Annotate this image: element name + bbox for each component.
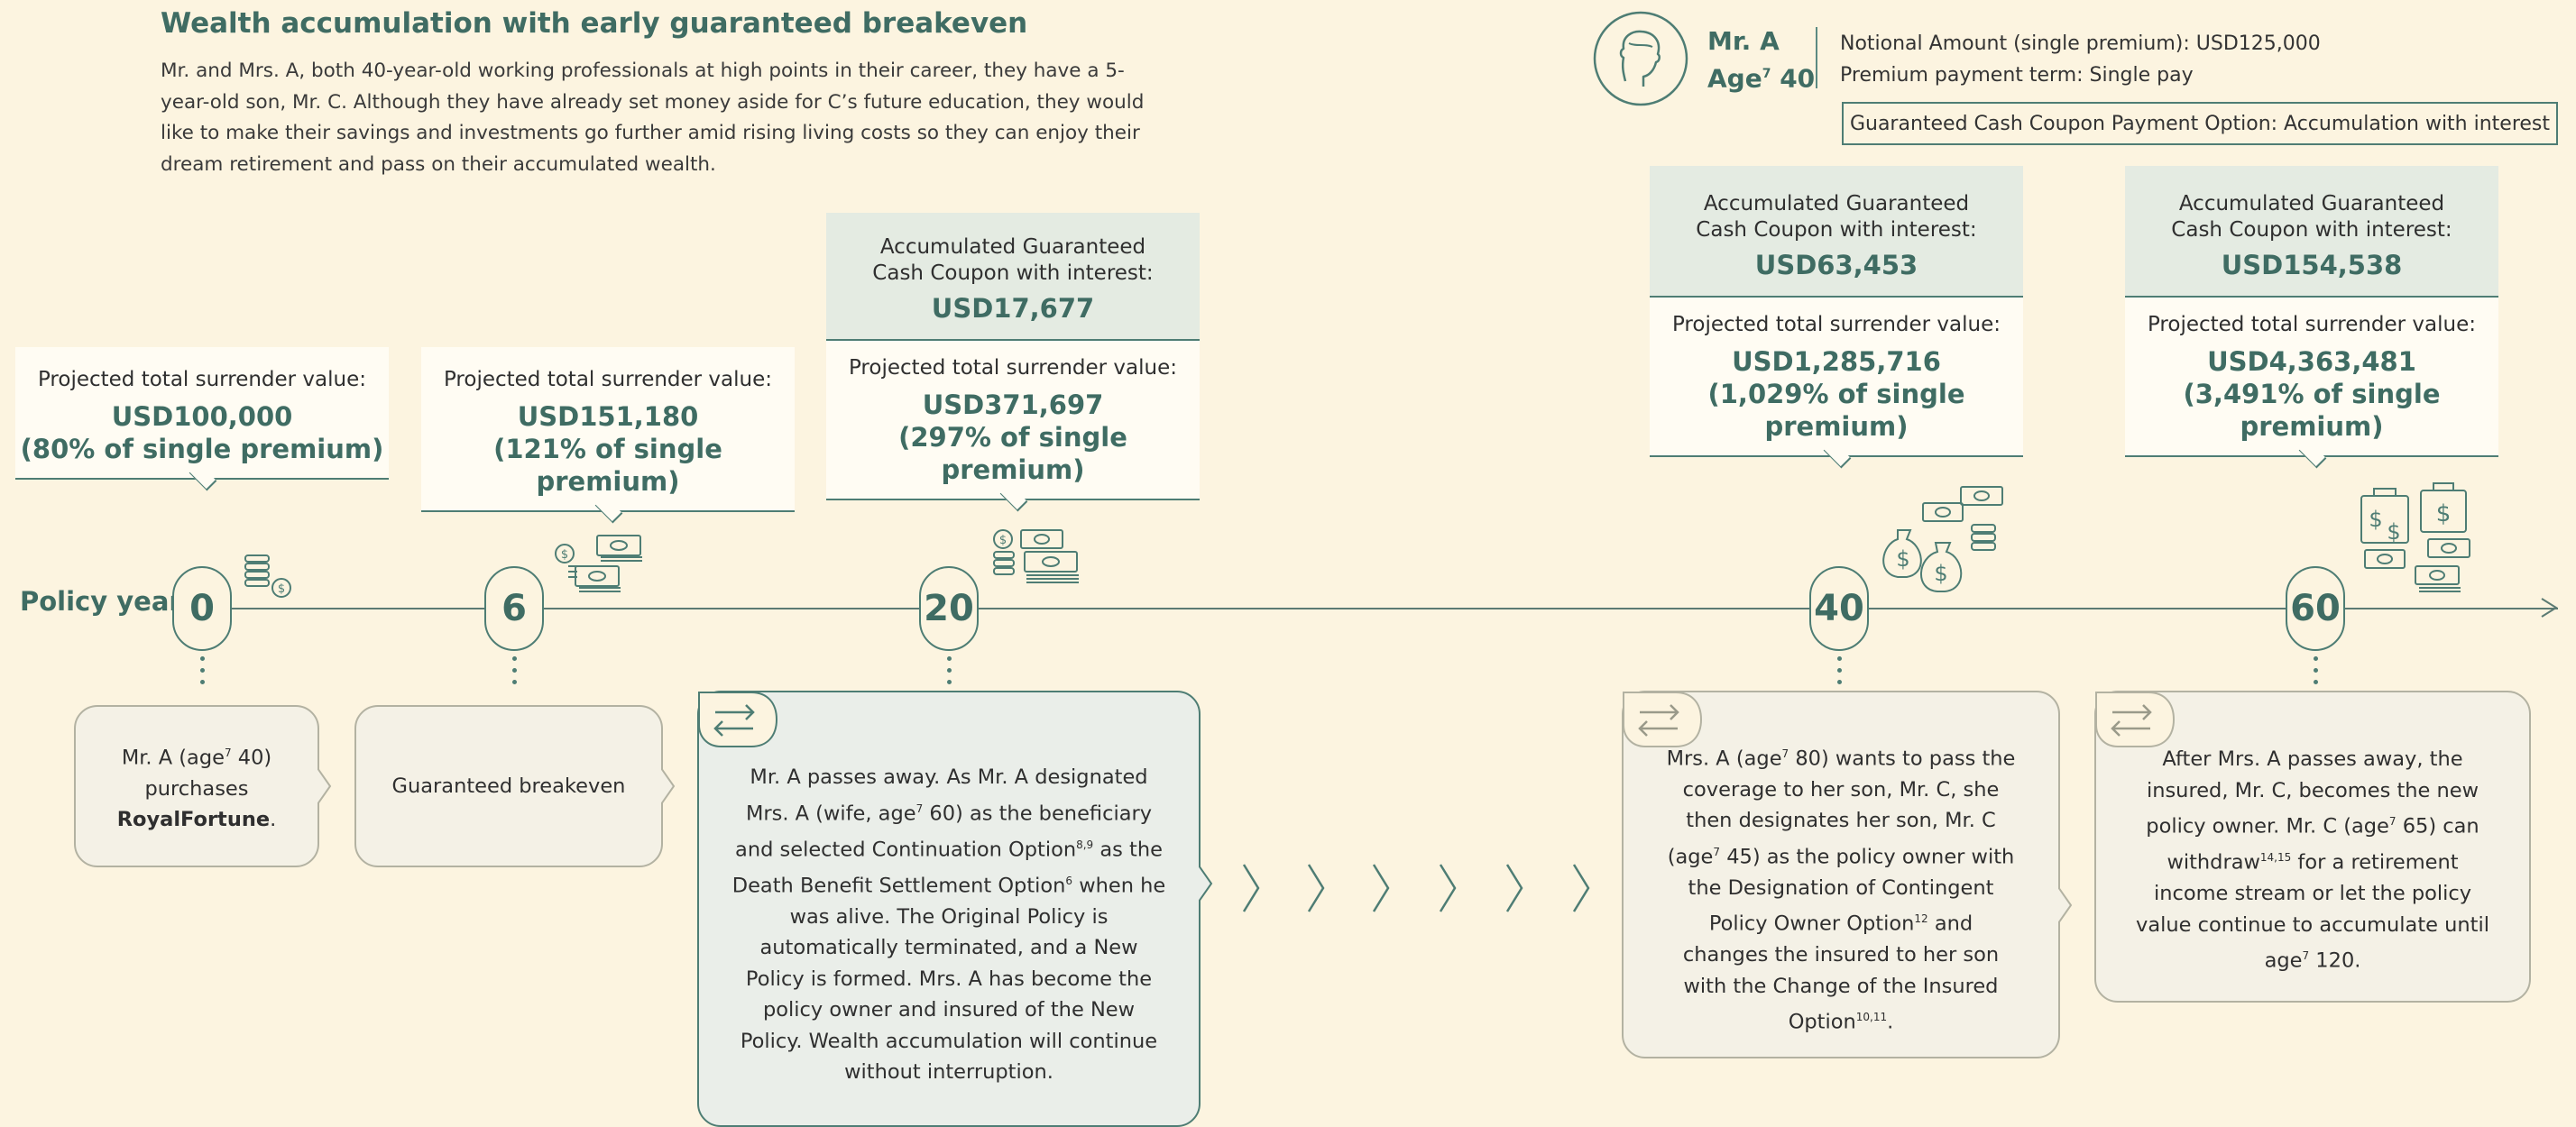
year-marker-60: 60	[2286, 566, 2345, 651]
profile-info: Notional Amount (single premium): USD125…	[1840, 28, 2321, 91]
connector-dots-20	[947, 656, 952, 692]
connector-dots-6	[512, 656, 518, 692]
svg-text:$: $	[561, 548, 568, 562]
coin-stack-icon: $	[244, 554, 291, 598]
chevron-right-icon	[1572, 864, 1590, 912]
connector-dots-40	[1837, 656, 1843, 692]
axis-label: Policy year	[20, 586, 182, 617]
card-year-60: Accumulated Guaranteed Cash Coupon with …	[2125, 166, 2498, 457]
year-marker-20: 20	[919, 566, 979, 651]
coupon-option-box: Guaranteed Cash Coupon Payment Option: A…	[1842, 102, 2558, 145]
connector-dots-0	[200, 656, 206, 692]
event-year-40: Mrs. A (age7 80) wants to pass the cover…	[1622, 691, 2060, 1058]
bubble-pointer	[317, 768, 332, 804]
payment-term: Premium payment term: Single pay	[1840, 64, 2194, 87]
card-year-40: Accumulated Guaranteed Cash Coupon with …	[1650, 166, 2023, 457]
swap-arrows-icon	[1623, 692, 1703, 747]
arrow-right-icon	[2541, 598, 2558, 618]
connector-dots-60	[2314, 656, 2319, 692]
event-year-60: After Mrs. A passes away, the insured, M…	[2094, 691, 2531, 1003]
coins-and-banknotes-icon: $	[993, 529, 1079, 583]
intro-paragraph: Mr. and Mrs. A, both 40-year-old working…	[161, 60, 1145, 176]
card-year-0: Projected total surrender value: USD100,…	[15, 347, 389, 480]
card-year-20: Accumulated Guaranteed Cash Coupon with …	[826, 213, 1200, 500]
svg-text:$: $	[1896, 546, 1909, 572]
notional-amount: Notional Amount (single premium): USD125…	[1840, 32, 2321, 55]
svg-text:$: $	[278, 582, 285, 596]
page-title: Wealth accumulation with early guarantee…	[161, 7, 1028, 40]
year-marker-0: 0	[172, 566, 232, 651]
event-year-0: Mr. A (age7 40) purchases RoyalFortune.	[74, 705, 319, 867]
chevron-right-icon	[1372, 864, 1390, 912]
bubble-pointer	[2058, 887, 2073, 923]
chevron-right-icon	[1242, 864, 1260, 912]
swap-arrows-icon	[698, 692, 778, 747]
profile-divider	[1816, 27, 1817, 88]
timeline-axis	[186, 608, 2558, 609]
year-marker-6: 6	[484, 566, 544, 651]
event-year-6: Guaranteed breakeven	[354, 705, 663, 867]
swap-arrows-icon	[2095, 692, 2176, 747]
card-year-6: Projected total surrender value: USD151,…	[421, 347, 795, 512]
bubble-pointer	[1199, 866, 1213, 902]
profile-name: Mr. A Age7 40	[1707, 26, 1816, 94]
person-head-icon	[1593, 11, 1688, 106]
banknotes-coin-icon: $	[555, 535, 642, 592]
chevron-right-icon	[1505, 864, 1523, 912]
cash-cases-icon: $ $ $	[2360, 482, 2470, 592]
svg-text:$: $	[999, 534, 1007, 547]
svg-text:$: $	[2387, 519, 2400, 545]
bubble-pointer	[661, 768, 676, 804]
svg-text:$: $	[1934, 561, 1947, 586]
chevron-right-icon	[1439, 864, 1457, 912]
svg-text:$: $	[2436, 500, 2452, 527]
year-marker-40: 40	[1809, 566, 1869, 651]
money-bags-icon: $ $	[1882, 486, 2003, 592]
event-year-20: Mr. A passes away. As Mr. A designated M…	[697, 691, 1201, 1127]
svg-text:$: $	[2369, 507, 2382, 532]
chevron-right-icon	[1307, 864, 1325, 912]
